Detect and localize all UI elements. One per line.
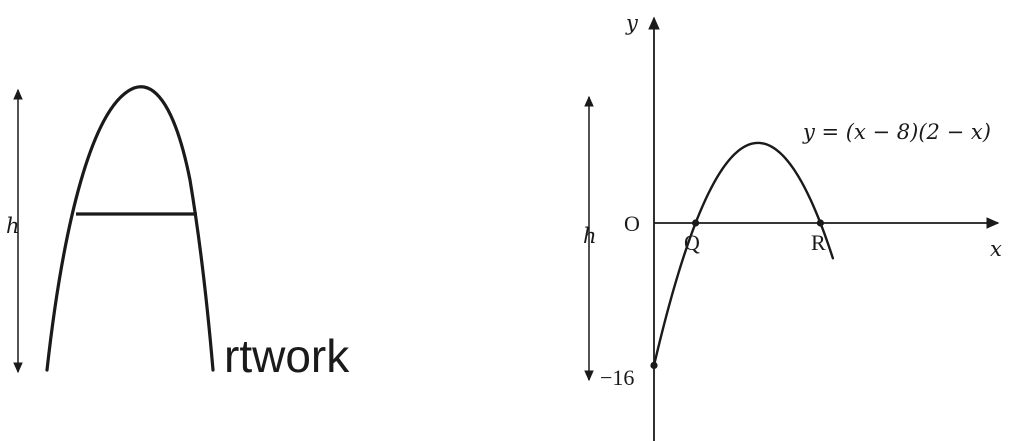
origin-label: O (624, 211, 640, 236)
artwork-word: rtwork (224, 330, 350, 382)
y-intercept-label: −16 (600, 365, 634, 390)
y-intercept-point (650, 361, 658, 369)
left-height-label: h (6, 214, 20, 238)
x-axis-label: x (990, 237, 1002, 261)
parabola-curve (652, 141, 835, 367)
y-axis-label: y (625, 11, 639, 35)
right-graph-figure: y x O h −16 Q R y = (x − 8)(2 − x) (583, 11, 1002, 441)
root-label-q: Q (684, 230, 700, 255)
left-arch-figure: h rtwork (6, 85, 350, 382)
arch-outline (45, 85, 215, 372)
root-point-q (692, 219, 700, 227)
root-label-r: R (811, 230, 826, 255)
right-height-label: h (583, 224, 597, 248)
equation-label: y = (x − 8)(2 − x) (802, 120, 991, 144)
root-point-r (816, 219, 825, 227)
